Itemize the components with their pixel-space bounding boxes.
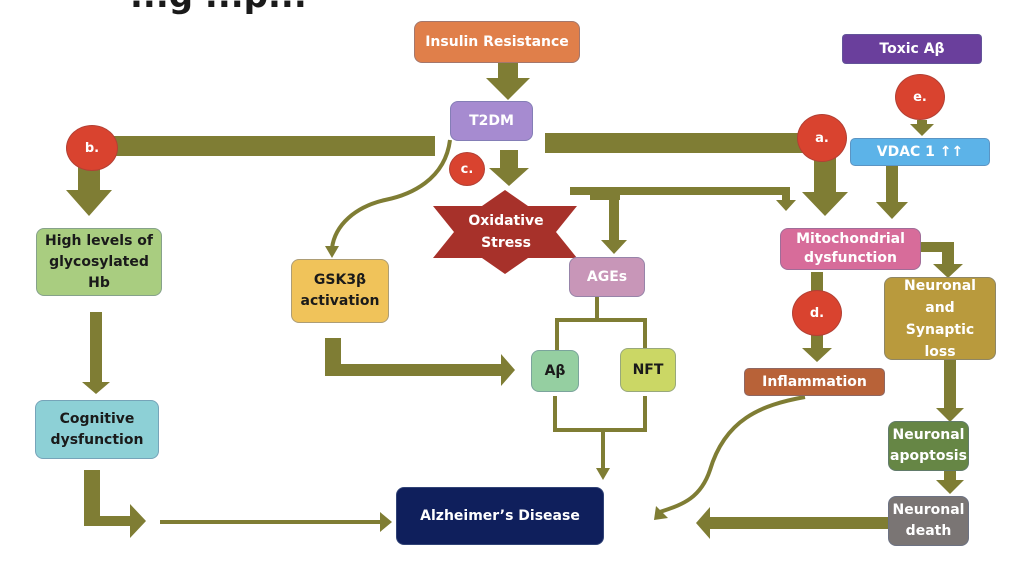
arrow-apoptosis-to-death bbox=[936, 470, 964, 494]
arrow-branch-top bbox=[570, 187, 790, 195]
arrow-branch-to-ages bbox=[601, 195, 627, 254]
arrowhead-ad-top bbox=[596, 468, 610, 480]
arrow-death-to-ad bbox=[696, 507, 890, 539]
node-neuronal-death: Neuronal death bbox=[888, 496, 969, 546]
arrow-vdac-down bbox=[876, 166, 908, 219]
arrow-loss-to-apoptosis bbox=[936, 360, 964, 422]
node-ages: AGEs bbox=[569, 257, 645, 297]
arrowhead-gsk bbox=[325, 246, 339, 258]
arrow-insulin-to-t2dm bbox=[486, 62, 530, 100]
arrow-e-down bbox=[910, 120, 934, 136]
node-abeta: Aβ bbox=[531, 350, 579, 392]
arrow-ages-split bbox=[555, 296, 647, 354]
arrow-t2dm-to-gsk-curve bbox=[330, 139, 452, 249]
arrowhead-inflammation bbox=[654, 506, 668, 520]
node-vdac1: VDAC 1 ↑↑ bbox=[850, 138, 990, 166]
arrow-bar-a bbox=[545, 133, 825, 153]
oxidative-stress-label: Oxidative Stress bbox=[468, 213, 544, 251]
node-neuronal-apoptosis: Neuronal apoptosis bbox=[888, 421, 969, 471]
arrow-b-down bbox=[66, 150, 112, 216]
arrow-branch-to-mito bbox=[776, 190, 796, 211]
oxidative-stress-star bbox=[433, 190, 577, 274]
node-cognitive-dysfunction: Cognitive dysfunction bbox=[35, 400, 159, 459]
arrow-bar-b bbox=[90, 136, 435, 156]
badge-a: a. bbox=[797, 114, 847, 162]
node-toxic-abeta: Toxic Aβ bbox=[842, 34, 982, 64]
node-insulin-resistance: Insulin Resistance bbox=[414, 21, 580, 63]
arrow-a-down bbox=[802, 150, 848, 216]
arrow-t2dm-to-oxidative bbox=[489, 150, 529, 186]
node-high-glycosylated-hb: High levels of glycosylated Hb bbox=[36, 228, 162, 296]
arrow-hb-to-cognitive bbox=[82, 312, 110, 394]
node-alzheimers-disease: Alzheimer’s Disease bbox=[396, 487, 604, 545]
arrow-d-to-inflammation bbox=[802, 330, 832, 362]
node-inflammation: Inflammation bbox=[744, 368, 885, 396]
node-mitochondrial-dysfunction: Mitochondrial dysfunction bbox=[780, 228, 921, 270]
title-fragment: ...g ...p... bbox=[130, 0, 307, 16]
node-neuronal-synaptic-loss: Neuronal and Synaptic loss bbox=[884, 277, 996, 360]
node-gsk3b-activation: GSK3β activation bbox=[291, 259, 389, 323]
arrow-inflammation-curve bbox=[659, 395, 806, 514]
arrow-cognitive-L bbox=[84, 470, 146, 538]
badge-b: b. bbox=[66, 125, 118, 171]
node-nft: NFT bbox=[620, 348, 676, 392]
arrow-mito-to-loss bbox=[918, 242, 963, 278]
arrow-bracket-to-ad bbox=[553, 396, 647, 470]
arrow-long-to-ad bbox=[160, 512, 392, 532]
badge-e: e. bbox=[895, 74, 945, 120]
node-t2dm: T2DM bbox=[450, 101, 533, 141]
badge-d: d. bbox=[792, 290, 842, 336]
arrow-gsk-to-abeta bbox=[325, 338, 515, 386]
badge-c: c. bbox=[449, 152, 485, 186]
